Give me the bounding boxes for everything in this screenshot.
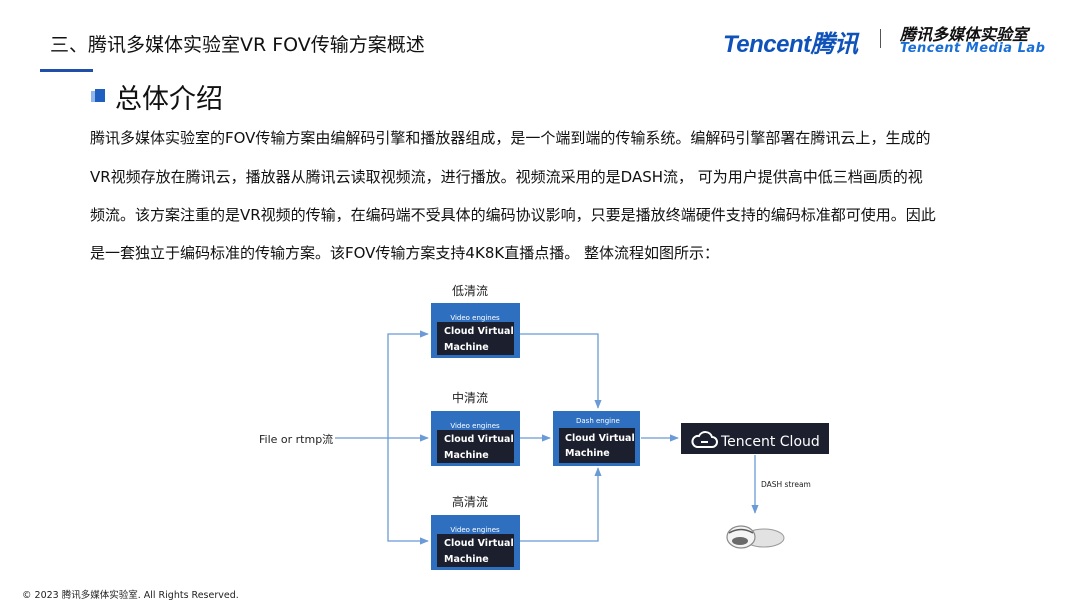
paragraph-line-4: 是一套独立于编码标准的传输方案。该FOV传输方案支持4K8K直播点播。 整体流程… — [90, 244, 719, 262]
paragraph-line-1: 腾讯多媒体实验室的FOV传输方案由编解码引擎和播放器组成，是一个端到端的传输系统… — [90, 129, 931, 147]
svg-text:Tencent Cloud: Tencent Cloud — [720, 434, 820, 450]
video-engine-box-low: Video engines Cloud Virtual Machine — [431, 303, 520, 358]
lab-name-cn: 腾讯多媒体实验室 — [900, 25, 1029, 44]
connector-lines — [335, 330, 759, 545]
dash-stream-label: DASH stream — [761, 480, 811, 489]
svg-text:Video engines: Video engines — [450, 526, 500, 534]
copyright-footer: © 2023 腾讯多媒体实验室. All Rights Reserved. — [22, 590, 239, 601]
section-marker-icon — [91, 89, 105, 102]
svg-text:Video engines: Video engines — [450, 314, 500, 322]
input-label: File or rtmp流 — [259, 432, 333, 446]
video-engine-box-mid: Video engines Cloud Virtual Machine — [431, 411, 520, 466]
svg-text:Cloud Virtual: Cloud Virtual — [444, 538, 514, 549]
video-engine-box-high: Video engines Cloud Virtual Machine — [431, 515, 520, 570]
stream-label-low: 低清流 — [452, 284, 488, 298]
dash-engine-box: Dash engine Cloud Virtual Machine — [553, 411, 640, 466]
svg-text:Machine: Machine — [444, 450, 489, 461]
svg-text:Cloud Virtual: Cloud Virtual — [565, 433, 635, 444]
svg-text:Machine: Machine — [444, 554, 489, 565]
svg-text:Video engines: Video engines — [450, 422, 500, 430]
tencent-cloud-box: Tencent Cloud — [681, 423, 829, 454]
lab-name-en: Tencent Media Lab — [900, 41, 1046, 56]
svg-text:Machine: Machine — [565, 448, 610, 459]
tencent-logo: Tencent腾讯 — [723, 31, 858, 58]
vr-headset-icon — [726, 525, 785, 549]
svg-text:Cloud Virtual: Cloud Virtual — [444, 434, 514, 445]
paragraph-line-3: 频流。该方案注重的是VR视频的传输，在编码端不受具体的编码协议影响，只要是播放终… — [90, 206, 936, 224]
stream-label-mid: 中清流 — [452, 390, 488, 405]
svg-text:Cloud Virtual: Cloud Virtual — [444, 326, 514, 337]
svg-text:Dash engine: Dash engine — [576, 417, 620, 425]
section-heading: 总体介绍 — [115, 84, 223, 115]
stream-label-high: 高清流 — [452, 494, 488, 509]
page-title: 三、腾讯多媒体实验室VR FOV传输方案概述 — [50, 34, 425, 56]
svg-text:Machine: Machine — [444, 342, 489, 353]
logo-divider — [880, 29, 881, 48]
paragraph-line-2: VR视频存放在腾讯云，播放器从腾讯云读取视频流，进行播放。视频流采用的是DASH… — [90, 168, 923, 186]
title-underline — [40, 69, 93, 72]
cloud-icon — [691, 431, 718, 448]
